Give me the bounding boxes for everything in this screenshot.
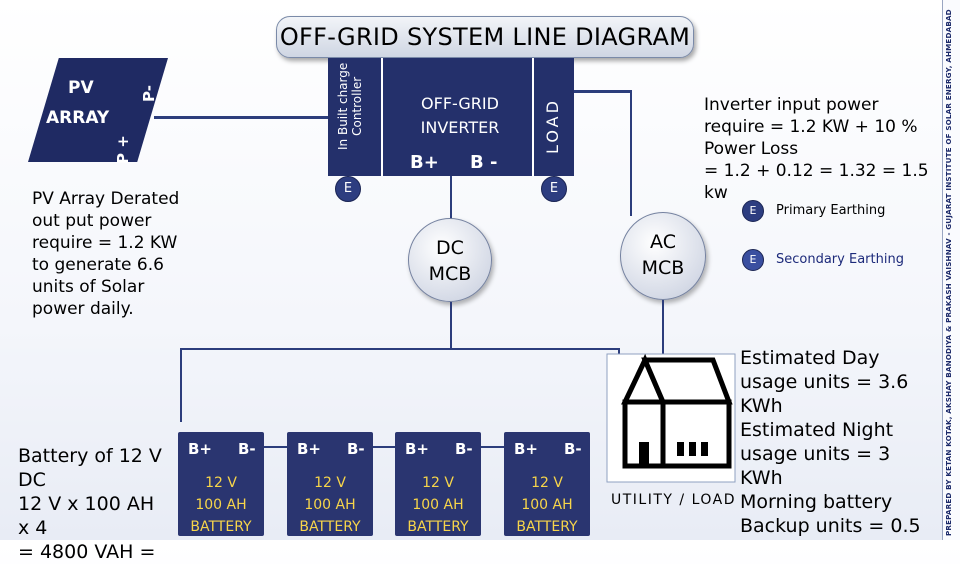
pv-derated-note: PV Array Derated out put power require =… (32, 189, 180, 319)
battery-link-2-3 (373, 446, 395, 448)
battery-capacity: 100 AH (304, 497, 356, 513)
credit-bar (942, 0, 960, 540)
battery-negative-terminal: B- (347, 440, 365, 458)
battery-positive-terminal: B+ (188, 440, 213, 458)
dc-mcb-line1: DC (436, 237, 464, 259)
battery-negative-terminal: B- (455, 440, 473, 458)
inverter-input-note: Inverter input power require = 1.2 KW + … (704, 95, 929, 203)
inverter-battery-positive: B+ (410, 152, 439, 173)
battery-3: B+ B- 12 V 100 AH BATTERY (395, 432, 481, 536)
pv-negative-terminal: P- (140, 85, 158, 102)
ac-mcb: AC MCB (620, 212, 706, 300)
diagram-title: OFF-GRID SYSTEM LINE DIAGRAM (276, 16, 694, 58)
ac-drop-wire (630, 90, 632, 216)
legend-secondary-earthing: Secondary Earthing (776, 252, 904, 267)
inverter-primary-earth-right: E (541, 176, 567, 202)
ac-mcb-line1: AC (650, 231, 676, 253)
ac-mcb-to-load-wire (662, 300, 664, 356)
battery-bank-note: Battery of 12 V DC 12 V x 100 AH x 4 = 4… (18, 445, 162, 563)
battery-bus-wire (180, 348, 620, 350)
dc-mcb-down-wire (450, 302, 452, 350)
pv-positive-terminal: P + (114, 135, 132, 164)
battery-capacity: 100 AH (412, 497, 464, 513)
charge-controller-label: In Built charge Controller (336, 62, 364, 150)
legend-secondary-earth-icon: E (742, 249, 764, 271)
dc-mcb-line2: MCB (428, 263, 472, 285)
utility-load-label: UTILITY / LOAD (611, 492, 737, 508)
battery-2: B+ B- 12 V 100 AH BATTERY (287, 432, 373, 536)
battery-label: BATTERY (407, 519, 469, 535)
battery-positive-terminal: B+ (297, 440, 322, 458)
battery-positive-terminal: B+ (405, 440, 430, 458)
battery-voltage: 12 V (422, 475, 454, 491)
battery-capacity: 100 AH (521, 497, 573, 513)
battery-label: BATTERY (516, 519, 578, 535)
battery-1: B+ B- 12 V 100 AH BATTERY (178, 432, 264, 536)
battery-capacity: 100 AH (195, 497, 247, 513)
battery-negative-terminal: B- (238, 440, 256, 458)
dc-mcb: DC MCB (408, 218, 492, 302)
battery-voltage: 12 V (531, 475, 563, 491)
battery-positive-terminal: B+ (514, 440, 539, 458)
legend-primary-earthing: Primary Earthing (776, 203, 886, 218)
pv-array-label-line1: PV (68, 78, 94, 98)
pv-array-label-line2: ARRAY (46, 108, 110, 128)
battery-label: BATTERY (299, 519, 361, 535)
battery-voltage: 12 V (314, 475, 346, 491)
pv-to-inverter-wire (154, 116, 330, 119)
inverter-label: OFF-GRID INVERTER (420, 94, 500, 137)
inverter-to-dc-mcb-wire (450, 176, 452, 220)
battery-link-1-2 (264, 446, 287, 448)
ac-mcb-line2: MCB (641, 257, 685, 279)
battery-link-3-4 (481, 446, 504, 448)
legend-primary-earth-icon: E (742, 200, 764, 222)
inverter-to-ac-wire (574, 90, 632, 93)
charge-controller-divider (381, 58, 383, 176)
house-load-icon (606, 353, 736, 483)
battery-4: B+ B- 12 V 100 AH BATTERY (504, 432, 590, 536)
load-divider (532, 58, 534, 176)
credit-text: PREPARED BY KETAN KOTAK, AKSHAY BANODIYA… (944, 9, 953, 536)
battery-label: BATTERY (190, 519, 252, 535)
inverter-primary-earth-left: E (335, 176, 361, 202)
battery-bus-left-drop (180, 348, 182, 422)
battery-voltage: 12 V (205, 475, 237, 491)
battery-negative-terminal: B- (564, 440, 582, 458)
inverter-battery-negative: B - (470, 152, 498, 173)
inverter-load-label: LOAD (543, 98, 562, 154)
usage-estimate-note: Estimated Day usage units = 3.6 KWh Esti… (740, 347, 921, 537)
